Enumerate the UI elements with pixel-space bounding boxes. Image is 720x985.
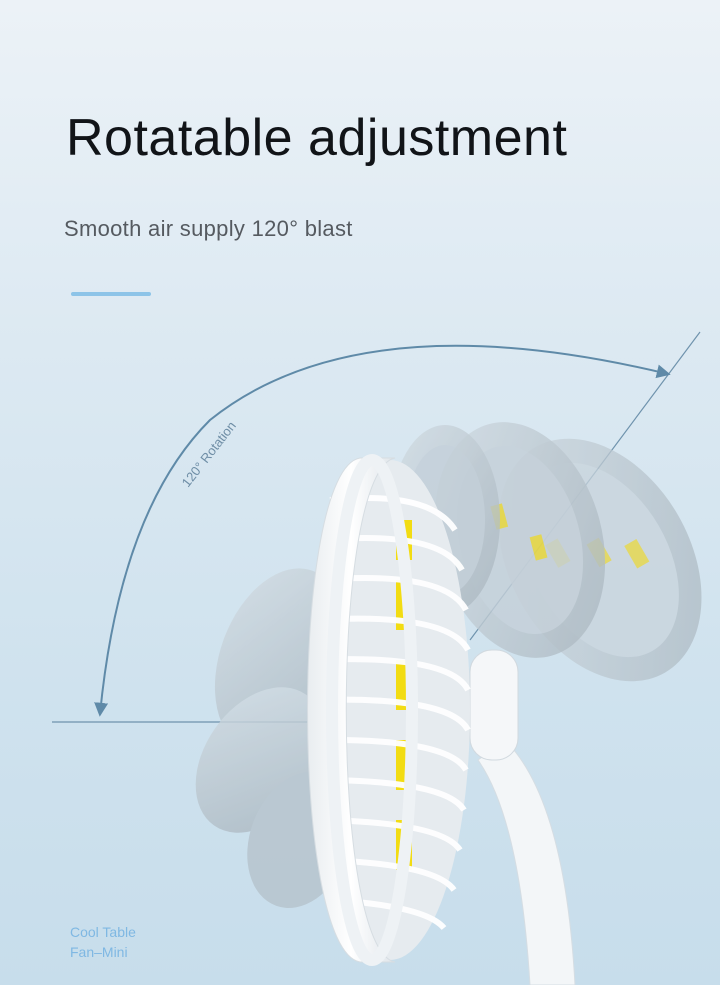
- fan-pivot: [469, 649, 519, 761]
- fan-main: [307, 454, 471, 966]
- subtitle: Smooth air supply 120° blast: [64, 216, 353, 241]
- arrow-arc-icon: [94, 344, 671, 717]
- brand-label: Cool Table Fan–Mini: [70, 922, 136, 962]
- brand-line-2: Fan–Mini: [70, 944, 128, 960]
- fan-stand: [477, 739, 576, 985]
- accent-divider: [71, 292, 151, 296]
- page-title: Rotatable adjustment: [66, 109, 568, 167]
- brand-line-1: Cool Table: [70, 924, 136, 940]
- rotation-label: 120° Rotation: [179, 418, 239, 489]
